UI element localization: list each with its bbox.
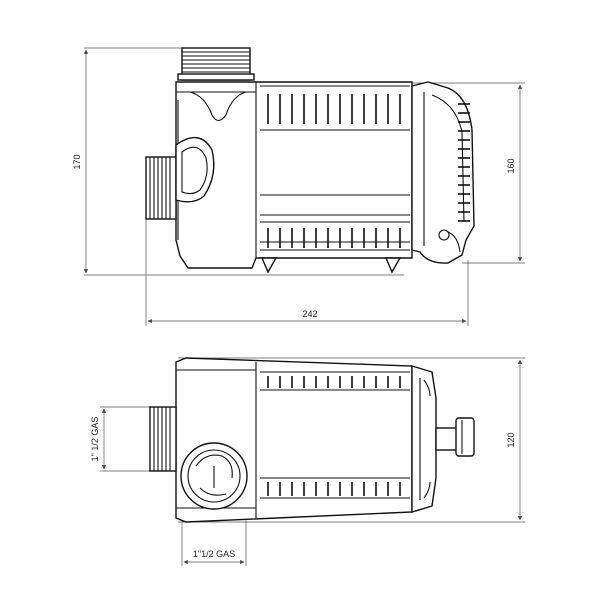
side-view: 170 160 242	[72, 47, 525, 326]
inlet-fitting-top	[149, 406, 177, 472]
foot-left	[260, 257, 278, 274]
motor-vent-upper	[267, 94, 401, 124]
inlet-fitting-side	[145, 137, 215, 220]
outlet-fitting	[177, 47, 255, 81]
dim-length-label: 242	[302, 309, 317, 319]
dim-height-body-label: 160	[506, 158, 516, 173]
motor-ribs-top	[260, 85, 410, 251]
top-view: 120 1" 1/2 GAS 1"1/2 GAS	[90, 357, 525, 566]
top-vent-upper	[267, 376, 401, 388]
end-cap-grip	[458, 103, 470, 222]
cable-connector	[435, 417, 475, 457]
dim-width-label: 120	[506, 432, 516, 447]
end-cap-top	[411, 365, 437, 513]
motor-vent-lower	[267, 228, 401, 248]
top-vent-lower	[267, 482, 401, 496]
dim-height-overall-label: 170	[72, 154, 82, 169]
dim-outlet-thread-label: 1" 1/2 GAS	[90, 417, 100, 462]
end-cap-side	[411, 81, 475, 264]
intake-port	[180, 442, 248, 510]
foot-right	[384, 257, 402, 274]
dim-inlet-thread-label: 1"1/2 GAS	[193, 549, 235, 559]
